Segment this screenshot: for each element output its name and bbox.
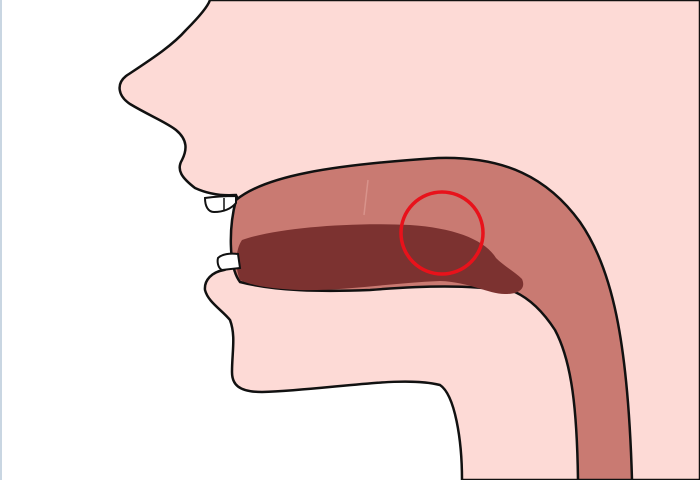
palate-sheen xyxy=(363,179,369,216)
frame-edge-rule xyxy=(0,0,2,480)
upper-teeth xyxy=(203,194,237,214)
highlight-ring xyxy=(399,190,485,276)
lower-teeth xyxy=(216,252,242,272)
tongue xyxy=(236,224,524,294)
